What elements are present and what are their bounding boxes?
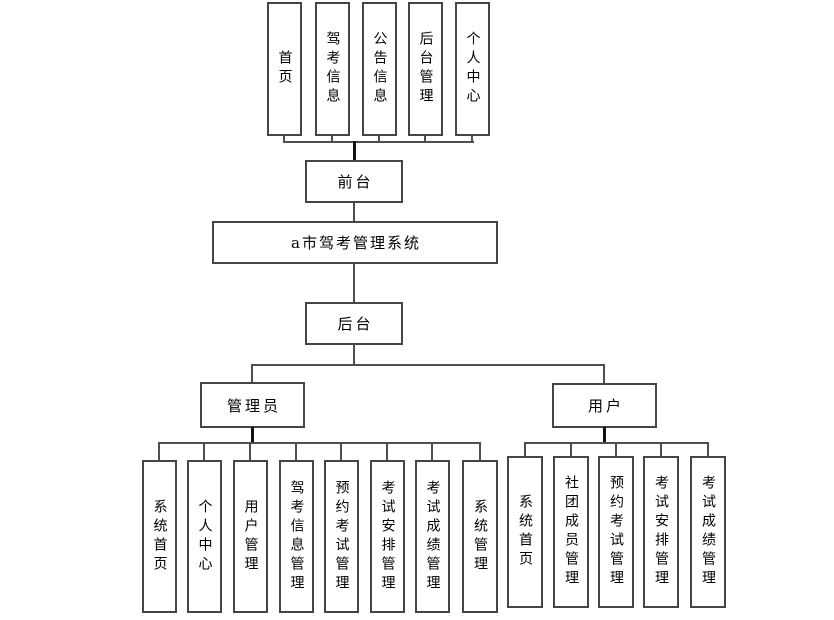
connector — [353, 141, 356, 161]
node-label: 后台 — [337, 315, 374, 333]
node-back-end: 后台 — [305, 302, 403, 345]
node-label: 管理员 — [226, 396, 281, 415]
connector — [615, 442, 617, 457]
node-label: 首页 — [276, 50, 293, 88]
connector — [159, 442, 481, 444]
node-admin-exam-schedule-mgmt: 考试安排管理 — [370, 460, 405, 613]
connector — [386, 442, 388, 461]
node-label: 系统首页 — [517, 494, 533, 570]
node-user-exam-score-mgmt: 考试成绩管理 — [690, 456, 726, 608]
node-front-backstage-mgmt: 后台管理 — [408, 2, 443, 136]
connector — [570, 442, 572, 457]
node-user-club-member-mgmt: 社团成员管理 — [553, 456, 589, 608]
node-label: 驾考信息管理 — [288, 479, 305, 594]
node-label: 个人中心 — [464, 31, 481, 107]
node-role-user: 用户 — [552, 383, 657, 428]
node-label: 考试安排管理 — [379, 479, 396, 594]
node-admin-user-mgmt: 用户管理 — [233, 460, 268, 613]
node-admin-exam-score-mgmt: 考试成绩管理 — [415, 460, 450, 613]
node-label: 考试成绩管理 — [700, 475, 716, 589]
connector — [471, 134, 473, 143]
node-label: a市驾考管理系统 — [291, 234, 421, 252]
connector — [295, 442, 297, 461]
node-admin-personal-center: 个人中心 — [187, 460, 222, 613]
connector — [660, 442, 662, 457]
node-label: 考试成绩管理 — [424, 479, 441, 594]
connector — [283, 134, 285, 143]
node-label: 驾考信息 — [324, 31, 341, 107]
node-user-exam-schedule-mgmt: 考试安排管理 — [643, 456, 679, 608]
connector — [158, 442, 160, 461]
node-system-root: a市驾考管理系统 — [212, 221, 498, 264]
connector — [251, 427, 254, 443]
node-admin-system-mgmt: 系统管理 — [462, 460, 498, 613]
node-front-personal-center: 个人中心 — [455, 2, 490, 136]
node-label: 系统首页 — [151, 498, 168, 575]
node-label: 用户 — [587, 397, 624, 415]
node-front-end: 前台 — [305, 160, 403, 203]
node-admin-driving-info-mgmt: 驾考信息管理 — [279, 460, 314, 613]
connector — [424, 134, 426, 143]
connector — [251, 364, 253, 383]
node-user-system-home: 系统首页 — [507, 456, 543, 608]
connector — [203, 442, 205, 461]
node-label: 公告信息 — [371, 31, 388, 107]
connector — [249, 442, 251, 461]
connector — [378, 134, 380, 143]
connector — [603, 364, 605, 384]
node-user-exam-booking-mgmt: 预约考试管理 — [598, 456, 634, 608]
node-label: 前台 — [337, 173, 374, 191]
node-label: 个人中心 — [196, 498, 213, 575]
connector — [353, 344, 355, 366]
node-label: 后台管理 — [417, 31, 434, 107]
connector — [707, 442, 709, 457]
connector — [431, 442, 433, 461]
connector — [603, 427, 606, 443]
node-role-admin: 管理员 — [200, 382, 305, 428]
connector — [331, 134, 333, 143]
node-front-driving-info: 驾考信息 — [315, 2, 350, 136]
connector — [353, 263, 355, 303]
connector — [524, 442, 526, 457]
node-front-announcement-info: 公告信息 — [362, 2, 397, 136]
connector — [479, 442, 481, 461]
connector — [353, 202, 355, 222]
connector — [252, 364, 605, 366]
node-label: 考试安排管理 — [653, 475, 669, 589]
node-admin-system-home: 系统首页 — [142, 460, 177, 613]
node-label: 预约考试管理 — [333, 479, 350, 594]
node-label: 社团成员管理 — [563, 475, 579, 589]
node-label: 预约考试管理 — [608, 475, 624, 589]
connector — [284, 141, 474, 143]
node-label: 用户管理 — [242, 498, 259, 575]
node-label: 系统管理 — [472, 498, 488, 575]
connector — [340, 442, 342, 461]
node-front-home: 首页 — [267, 2, 302, 136]
node-admin-exam-booking-mgmt: 预约考试管理 — [324, 460, 359, 613]
